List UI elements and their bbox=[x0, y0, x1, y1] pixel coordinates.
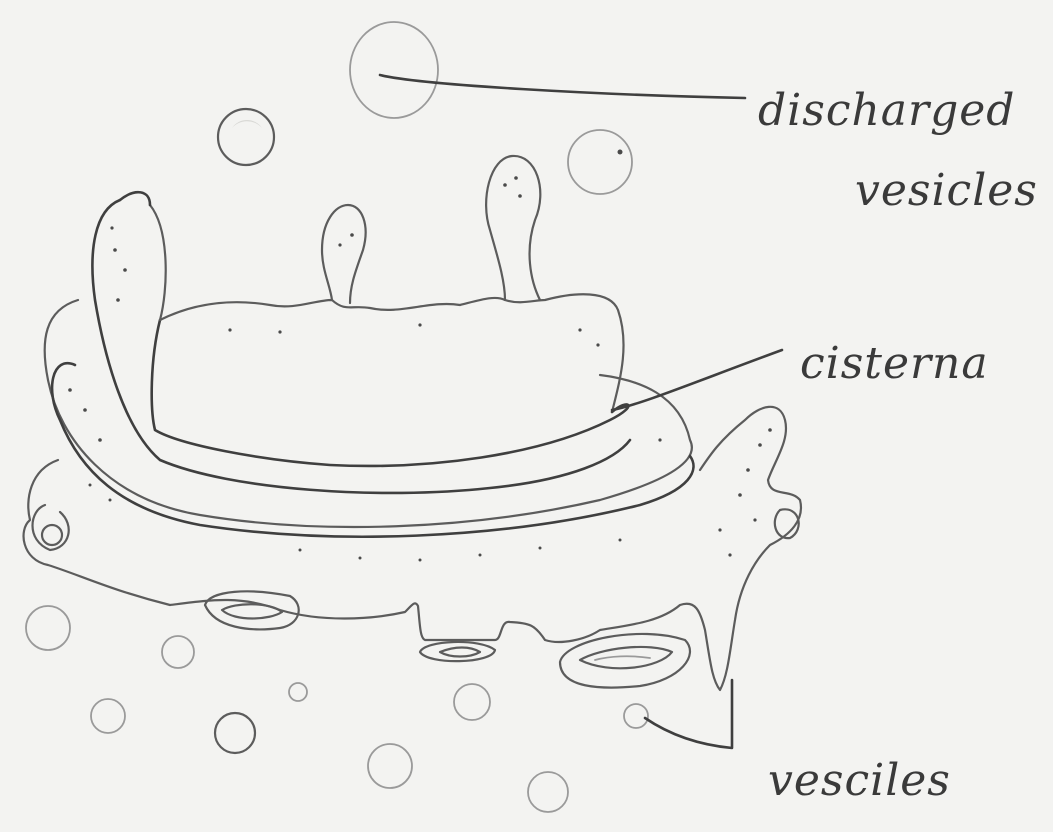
vesicle bbox=[215, 713, 255, 753]
lower-cisterna bbox=[24, 407, 801, 690]
leader-lines bbox=[380, 75, 782, 748]
vesicle bbox=[624, 704, 648, 728]
label-discharged-vesicles: vesicles bbox=[855, 165, 1038, 216]
vesicle bbox=[162, 636, 194, 668]
label-vesicles: vesciles bbox=[768, 755, 951, 806]
discharged-vesicle-left bbox=[218, 109, 274, 165]
budding-vesicles bbox=[322, 156, 540, 303]
cisterna-leader-line bbox=[612, 350, 782, 410]
free-vesicles bbox=[26, 606, 648, 812]
vesicle bbox=[368, 744, 412, 788]
vesicle bbox=[528, 772, 568, 812]
discharged-vesicle-large bbox=[350, 22, 438, 118]
label-discharged: discharged bbox=[758, 85, 1015, 136]
vesicle bbox=[454, 684, 490, 720]
cisterna-tube bbox=[92, 192, 630, 493]
upper-cisterna bbox=[152, 294, 629, 466]
vesicle bbox=[26, 606, 70, 650]
discharged-vesicles bbox=[218, 22, 632, 194]
vesicle bbox=[91, 699, 125, 733]
discharged-vesicle-right bbox=[568, 130, 632, 194]
middle-cisterna bbox=[45, 300, 694, 537]
vesicle bbox=[289, 683, 307, 701]
label-cisterna: cisterna bbox=[800, 338, 989, 389]
